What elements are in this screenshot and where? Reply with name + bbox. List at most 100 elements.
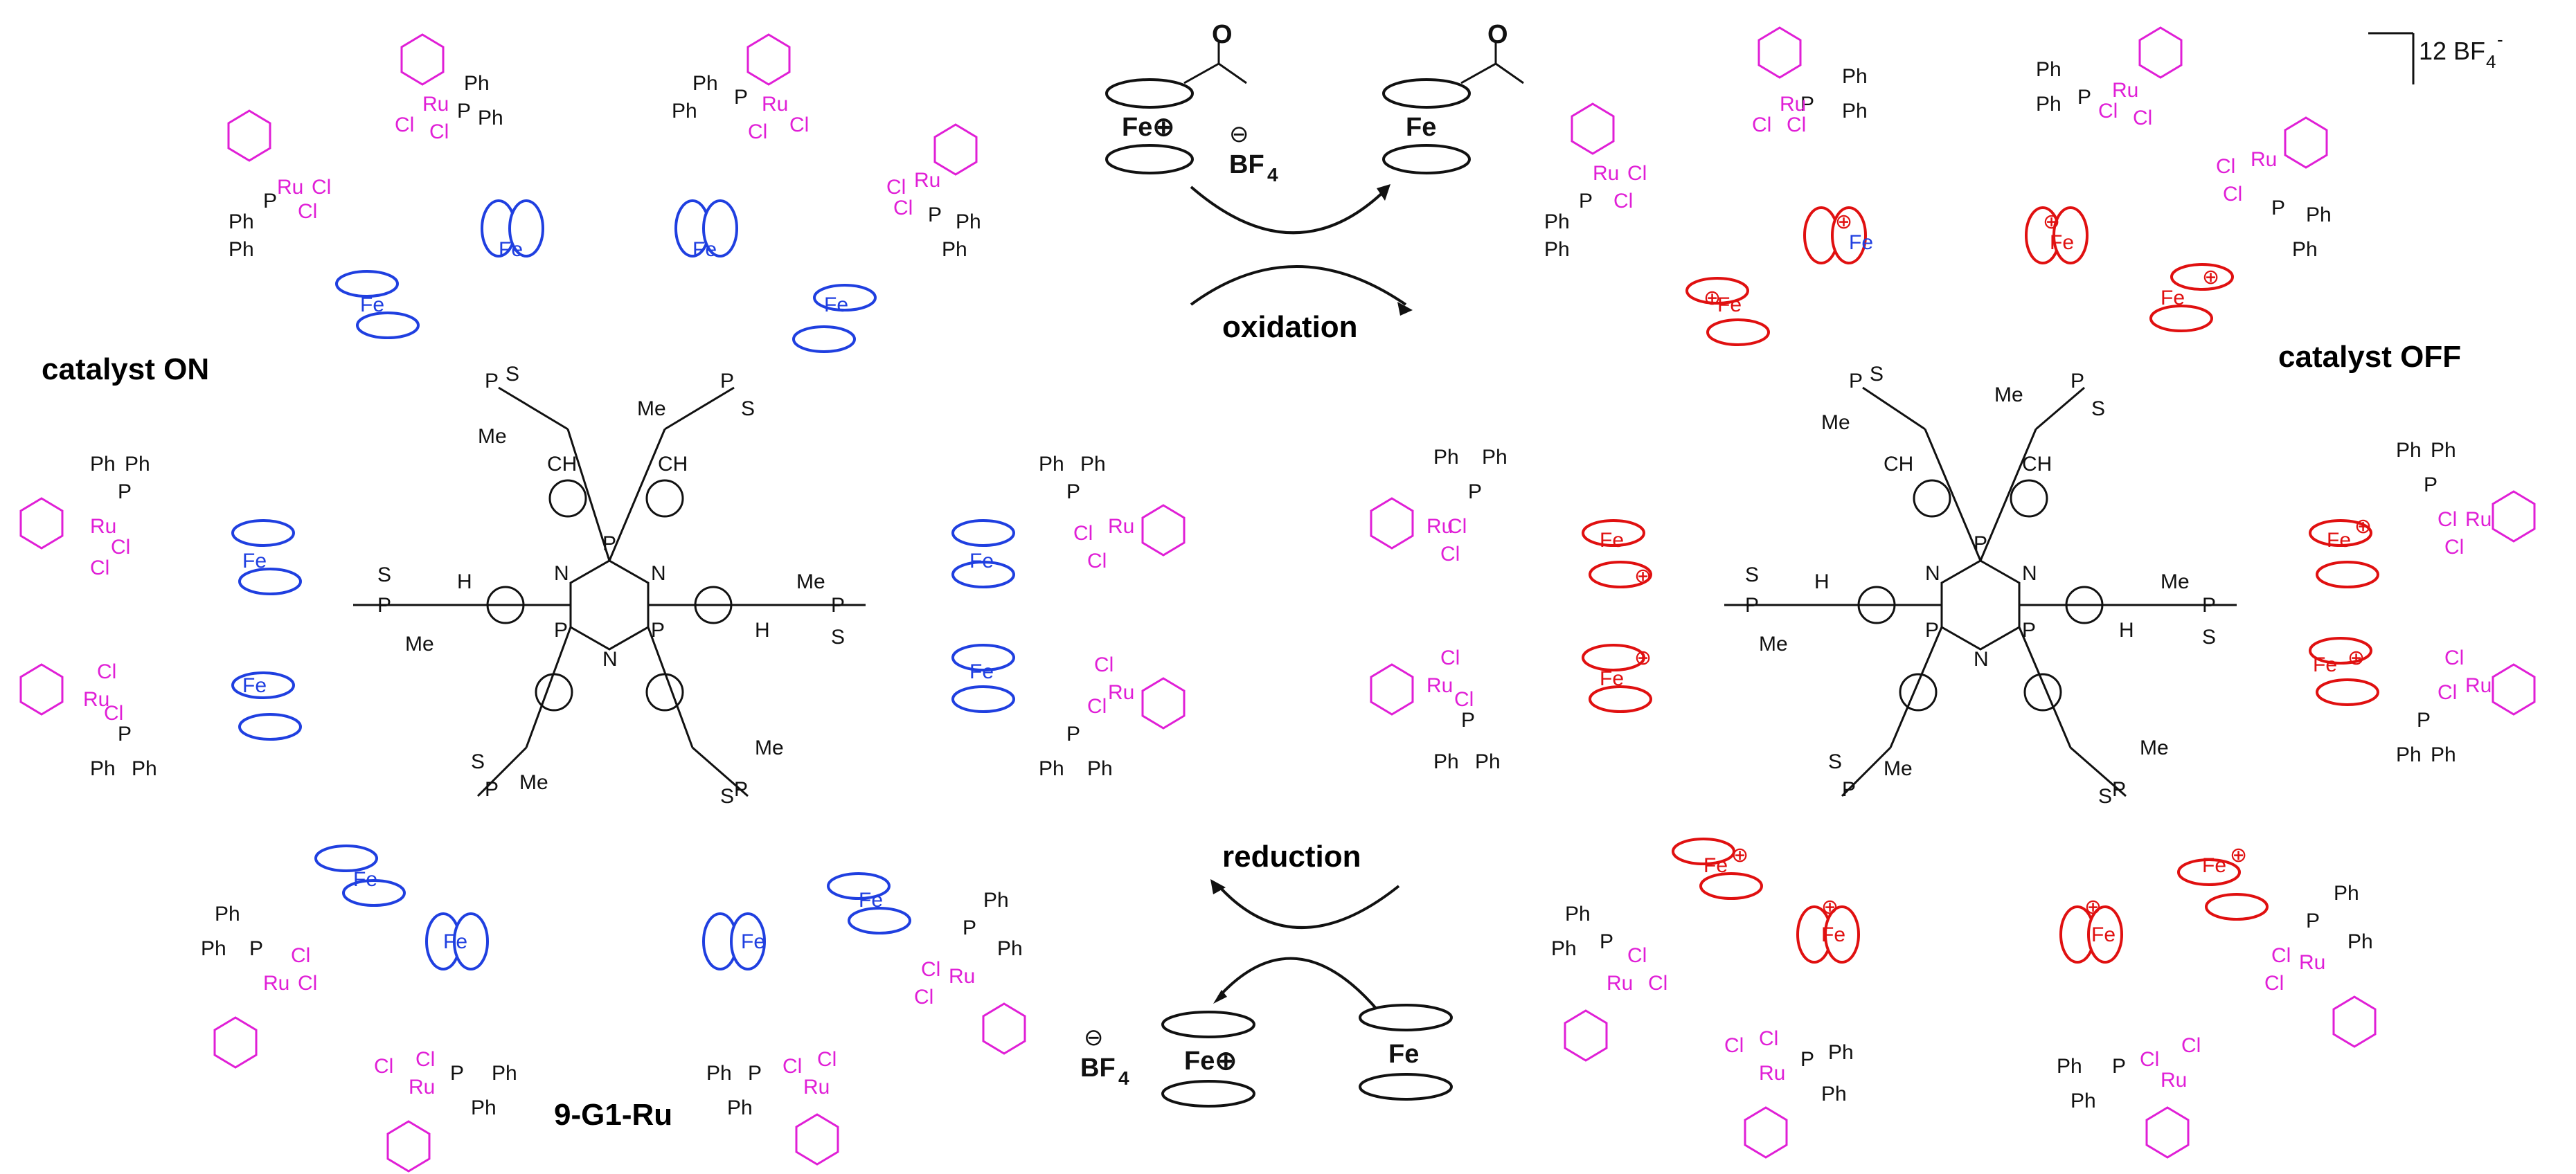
ru-atom: Ru bbox=[409, 1076, 435, 1099]
cl-atom: Cl bbox=[789, 114, 809, 136]
bf-subscript: 4 bbox=[1267, 164, 1278, 186]
cl-atom: Cl bbox=[2140, 1048, 2159, 1071]
cl-atom: Cl bbox=[97, 660, 116, 683]
cl-atom: Cl bbox=[2216, 155, 2235, 178]
ru-terminus: Ph P Ph Cl Cl Ru bbox=[706, 1048, 839, 1166]
core-p-atom: P bbox=[2022, 619, 2036, 642]
ruthenium-termini: Ph P Ph Ru Cl Cl Ph P Ph Ru Cl Cl Ph P P… bbox=[19, 33, 1186, 1173]
cl-atom: Cl bbox=[1627, 944, 1647, 967]
tetrafluoroborate-anion: ⊖ BF 4 bbox=[1080, 1024, 1129, 1089]
ru-atom: Ru bbox=[2251, 148, 2277, 171]
ph-label: Ph bbox=[1842, 100, 1868, 123]
branch-p-atom: P bbox=[1745, 594, 1759, 617]
fe-atom: Fe bbox=[2202, 854, 2226, 877]
cl-atom: Cl bbox=[111, 536, 130, 559]
branch-me-label: Me bbox=[1884, 757, 1913, 780]
p-atom: P bbox=[1579, 190, 1593, 213]
p-atom: P bbox=[1066, 723, 1080, 746]
fe-atom: Fe bbox=[2327, 529, 2351, 552]
ru-atom: Ru bbox=[1759, 1062, 1785, 1085]
p-atom: P bbox=[118, 723, 132, 746]
branch-points: P S Me CH P S Me CH P S Me H P S Me H P … bbox=[377, 363, 845, 808]
cl-atom: Cl bbox=[2098, 100, 2118, 123]
cl-atom: Cl bbox=[1613, 190, 1633, 213]
core-n-atom: N bbox=[1925, 562, 1940, 585]
ferrocene-unit: Fe bbox=[231, 519, 302, 595]
branch-s-atom: S bbox=[741, 397, 755, 420]
fe-atom: Fe bbox=[692, 238, 717, 261]
ru-terminus: Ph Ph P Cl Ru Cl bbox=[1551, 903, 1667, 1062]
ru-atom: Ru bbox=[263, 972, 289, 995]
branch-me-label: Me bbox=[1759, 633, 1788, 656]
acetylferrocene-product: Fe O bbox=[1382, 20, 1524, 174]
branch-me-label: Me bbox=[405, 633, 434, 656]
tetrafluoroborate-anion: ⊖ BF 4 bbox=[1229, 121, 1278, 186]
ferrocenium-charge: ⊕ bbox=[1821, 896, 1839, 919]
fe-atom: Fe bbox=[1717, 294, 1742, 316]
arms bbox=[1724, 386, 2237, 797]
ph-label: Ph bbox=[229, 238, 254, 261]
fe-atom: Fe bbox=[1388, 1040, 1419, 1069]
ferrocene-unit: Fe bbox=[702, 912, 766, 970]
ru-terminus: Ph P Ph Cl Cl Ru bbox=[2057, 1034, 2201, 1159]
ferrocenium-unit: ⊕ Fe bbox=[1796, 896, 1860, 964]
cl-atom: Cl bbox=[1627, 162, 1647, 185]
oxidation-reaction: Fe⊕ O ⊖ BF 4 Fe O oxidation bbox=[1105, 20, 1524, 344]
branch-p-atom: P bbox=[485, 778, 499, 801]
branch-p-atom: P bbox=[831, 594, 845, 617]
ph-label: Ph bbox=[1475, 750, 1501, 773]
ru-atom: Ru bbox=[914, 169, 940, 192]
cl-atom: Cl bbox=[312, 176, 331, 199]
anion-charge: ⊖ bbox=[1229, 121, 1249, 147]
ph-label: Ph bbox=[90, 453, 116, 476]
counterion-subscript: 4 bbox=[2486, 51, 2496, 72]
ru-atom: Ru bbox=[277, 176, 303, 199]
cl-atom: Cl bbox=[1759, 1027, 1778, 1050]
branch-h-label: H bbox=[457, 570, 472, 593]
ferrocenium-unit: Fe ⊕ bbox=[1582, 644, 1652, 713]
ph-label: Ph bbox=[1482, 446, 1508, 469]
ph-label: Ph bbox=[1842, 65, 1868, 88]
ferrocenium-units-oxidized: ⊕ Fe ⊕ Fe ⊕ Fe ⊕ Fe bbox=[1582, 206, 2379, 964]
ru-atom: Ru bbox=[2465, 508, 2492, 531]
ru-terminus: Ph P Ph Ru Cl Cl bbox=[395, 33, 503, 143]
ru-atom: Ru bbox=[1426, 674, 1453, 697]
ph-label: Ph bbox=[90, 757, 116, 780]
decamethylferrocenium-product: Fe⊕ bbox=[1161, 1011, 1255, 1108]
ferrocenium-charge: ⊕ bbox=[1634, 565, 1652, 588]
ferrocene-units-neutral: Fe Fe Fe Fe Fe bbox=[231, 199, 1015, 970]
p-atom: P bbox=[1461, 709, 1475, 732]
branch-p-atom: P bbox=[2202, 594, 2216, 617]
ru-terminus: Cl Cl Ru P Ph Ph bbox=[374, 1048, 517, 1173]
ph-label: Ph bbox=[2334, 882, 2359, 905]
cl-atom: Cl bbox=[104, 702, 123, 725]
ph-label: Ph bbox=[1039, 453, 1064, 476]
p-atom: P bbox=[263, 190, 277, 213]
ferrocene-unit: Fe bbox=[335, 270, 420, 339]
cl-atom: Cl bbox=[893, 197, 913, 219]
branch-s-atom: S bbox=[2091, 397, 2105, 420]
decamethylferrocene-reagent: Fe bbox=[1359, 1004, 1453, 1101]
branch-h-label: H bbox=[1814, 570, 1830, 593]
cl-atom: Cl bbox=[2223, 183, 2242, 206]
cl-atom: Cl bbox=[90, 557, 109, 579]
p-atom: P bbox=[963, 916, 976, 939]
arrowhead bbox=[1397, 302, 1413, 316]
ph-label: Ph bbox=[2431, 743, 2456, 766]
ru-atom: Ru bbox=[2465, 674, 2492, 697]
arms bbox=[353, 386, 866, 797]
oxidation-curved-arrow bbox=[1190, 186, 1386, 235]
ru-atom: Ru bbox=[2112, 79, 2138, 102]
p-atom: P bbox=[734, 86, 748, 109]
branch-h-label: H bbox=[2119, 619, 2134, 642]
ferrocenium-unit: ⊕ Fe bbox=[2149, 263, 2234, 332]
core-p-atom: P bbox=[1925, 619, 1939, 642]
p-atom: P bbox=[1600, 930, 1613, 953]
oxidation-label: oxidation bbox=[1222, 310, 1358, 344]
ru-atom: Ru bbox=[803, 1076, 830, 1099]
fe-atom: Fe bbox=[242, 674, 267, 697]
ru-atom: Ru bbox=[2299, 951, 2325, 974]
catalyst-on-label: catalyst ON bbox=[42, 352, 209, 386]
ferrocene-unit: Fe bbox=[827, 872, 911, 934]
ferrocenium-charge: ⊕ bbox=[1703, 287, 1721, 309]
